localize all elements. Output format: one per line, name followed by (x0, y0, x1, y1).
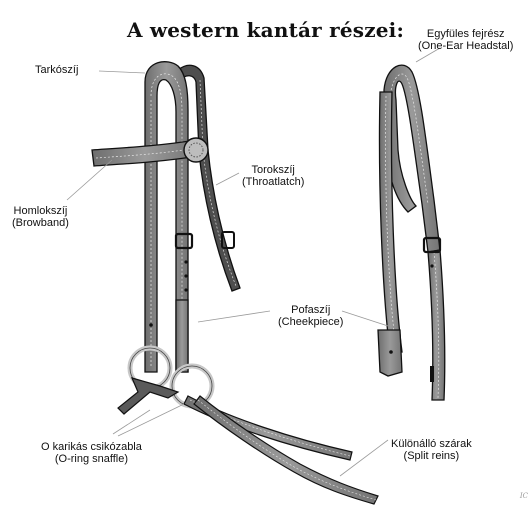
label-one-ear-headstall: Egyfüles fejrész (One-Ear Headstal) (418, 28, 513, 52)
one-ear-cheek (379, 92, 402, 352)
label-cheekpiece: Pofaszíj (Cheekpiece) (278, 304, 343, 328)
concho-icon (184, 138, 208, 162)
headstall-one-ear (378, 65, 445, 400)
split-rein-lower (194, 396, 378, 504)
label-browband: Homlokszíj (Browband) (12, 205, 69, 229)
label-crown: Tarkószíj (35, 64, 78, 76)
label-throatlatch: Torokszíj (Throatlatch) (242, 164, 304, 188)
label-o-ring-snaffle: O karikás csikózabla (O-ring snaffle) (41, 441, 142, 465)
label-split-reins: Különálló szárak (Split reins) (391, 438, 472, 462)
snaffle-mouthpiece (118, 378, 178, 414)
headstall-left (92, 62, 378, 504)
watermark: IC (520, 492, 528, 500)
